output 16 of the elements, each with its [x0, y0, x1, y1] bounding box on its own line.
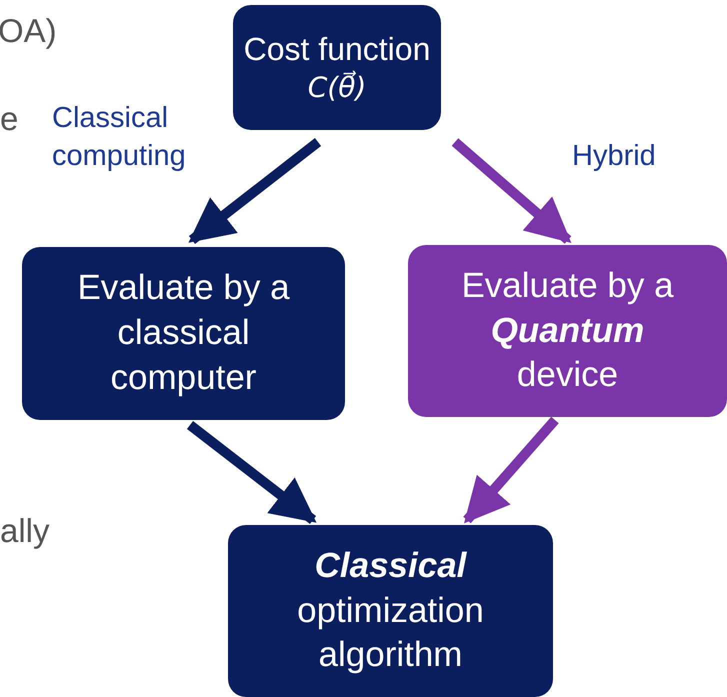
process-box	[22, 247, 345, 420]
text-fragment: ally	[0, 512, 50, 550]
arrow	[186, 421, 317, 524]
arrow	[463, 416, 559, 524]
process-box	[228, 525, 553, 697]
text-fragment: OA)	[0, 12, 57, 50]
box-text: Classical optimization algorithm	[296, 544, 485, 676]
box-text: Evaluate by a classical computer	[76, 267, 291, 399]
process-box	[408, 245, 727, 417]
box-text: Evaluate by a Quantum device	[460, 264, 675, 396]
arrow	[188, 138, 322, 244]
formula: C(θ⃗)	[308, 70, 366, 106]
process-box	[233, 5, 441, 130]
text-fragment: e	[0, 100, 18, 138]
box-text: Cost function	[244, 30, 430, 70]
arrow	[452, 138, 572, 244]
